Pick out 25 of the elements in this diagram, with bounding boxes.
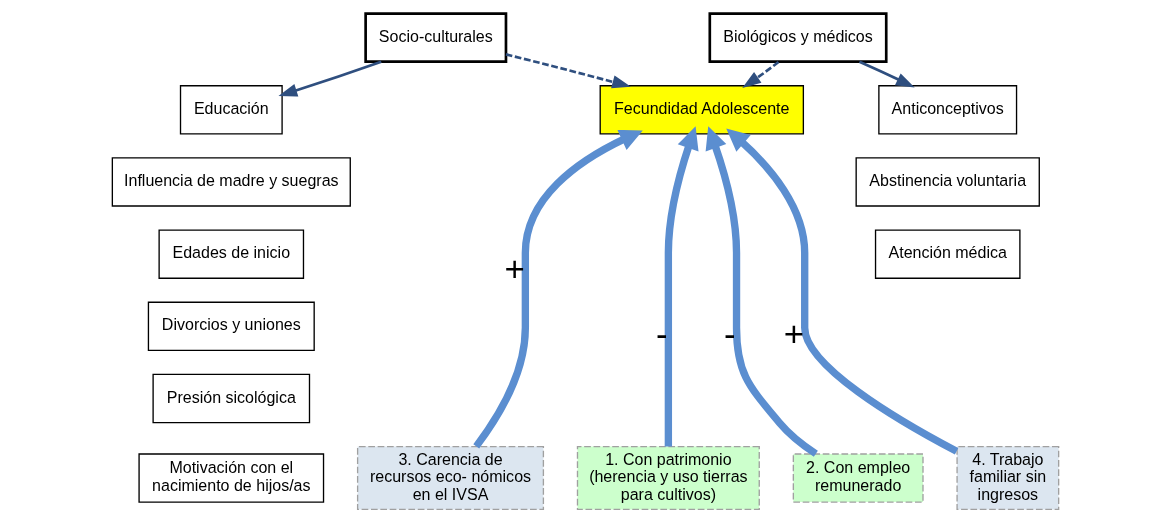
node-box: Presión sicológica	[152, 373, 311, 424]
node-box: Anticonceptivos	[878, 85, 1018, 135]
node-box: Motivación con el nacimiento de hijos/as	[138, 453, 325, 503]
node-box: Abstinencia voluntaria	[855, 157, 1040, 207]
arrow	[505, 53, 631, 89]
edge-label: +	[783, 315, 805, 354]
arrow	[726, 128, 959, 455]
arrow	[858, 60, 915, 88]
node-box: 4. Trabajo familiar sin ingresos	[956, 445, 1060, 511]
node-box: Atención médica	[874, 229, 1021, 279]
node-box: Influencia de madre y suegras	[111, 157, 351, 207]
node-box: Edades de inicio	[158, 229, 305, 279]
node-box: Divorcios y uniones	[147, 301, 315, 352]
node-box: 3. Carencia de recursos eco- nómicos en el IVSA	[356, 445, 545, 511]
arrow	[278, 60, 382, 97]
arrow	[705, 126, 818, 457]
node-box: Fecundidad Adolescente	[599, 85, 805, 135]
node-box: Biológicos y médicos	[708, 12, 888, 63]
arrow	[664, 126, 699, 447]
arrow	[473, 129, 643, 449]
arrow	[742, 60, 780, 88]
node-box: 2. Con empleo remunerado	[792, 453, 924, 503]
node-box: Educación	[179, 85, 283, 135]
node-box: 1. Con patrimonio (herencia y uso tierras para cultivos)	[576, 445, 760, 511]
node-box: Socio-culturales	[364, 12, 508, 63]
